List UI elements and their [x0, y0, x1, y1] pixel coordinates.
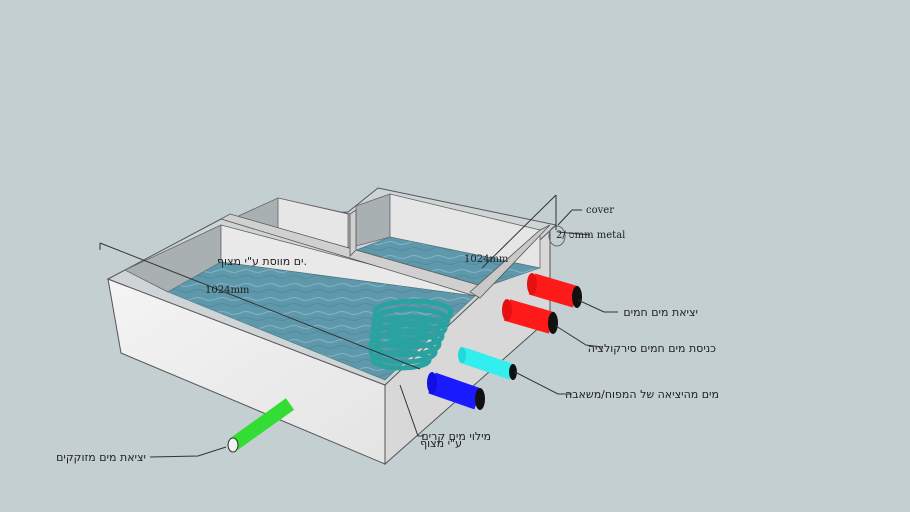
- leader-hot-out: [577, 299, 618, 313]
- leader-fill: [399, 384, 424, 437]
- label-distilled-water-out: יציאת מים מזוקקים: [56, 451, 146, 464]
- tank-body: [106, 187, 558, 466]
- dimension-lines: [99, 194, 557, 370]
- pipe-pump-outlet: [458, 347, 517, 380]
- label-dimension-left: 1024mm: [205, 285, 250, 296]
- label-dimension-right: 1024mm: [464, 254, 509, 265]
- label-cover: cover: [586, 205, 614, 216]
- label-metal: ס /2mm metal: [556, 230, 625, 241]
- pipe-cold-water-fill: [427, 372, 485, 410]
- leader-drain: [149, 446, 227, 458]
- leader-hot-in: [555, 325, 603, 348]
- leader-cover: [557, 209, 582, 226]
- label-float-note: ים מווסת ע"י מצוף.: [217, 255, 307, 268]
- heating-coil: [368, 298, 454, 371]
- leader-pump-out: [514, 371, 572, 395]
- label-pump-outlet: מים מהיציאה של המפוח/משאבה: [565, 388, 719, 401]
- label-float-valve: ע"י מצוף: [420, 437, 462, 450]
- pipe-distilled-water-out: [227, 398, 295, 453]
- cover-edge: [548, 225, 566, 247]
- label-hot-water-out: יציאת מים חמים: [623, 306, 698, 319]
- leader-metal: [557, 231, 591, 236]
- label-cold-water-fill: מילוי מים קרים: [421, 430, 491, 443]
- pipe-hot-water-circulation-in: [502, 299, 558, 334]
- label-hot-water-circulation-in: כניסת מים חמים סירקולציה: [588, 342, 716, 355]
- pipe-hot-water-out: [527, 273, 582, 308]
